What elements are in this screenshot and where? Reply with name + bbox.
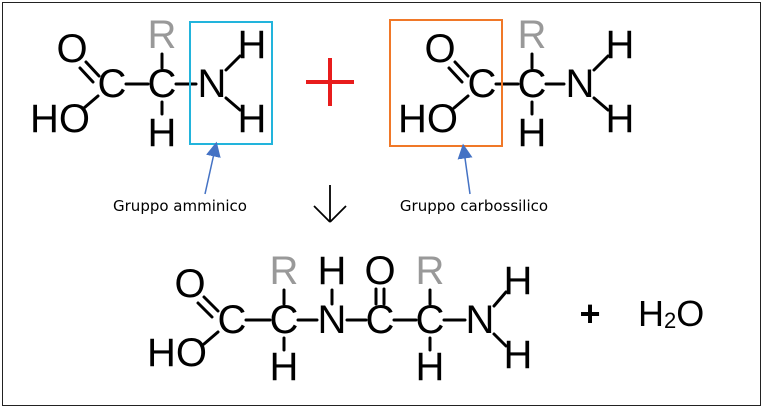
atom-n-terminal: N (466, 298, 495, 342)
atom-h-n-peptide: H (318, 249, 347, 293)
dipeptide-product: O HO C C R H N H C O C R H N H H (147, 249, 532, 389)
atom-c-carbonyl: C (366, 298, 395, 342)
atom-r: R (518, 13, 547, 57)
amino-callout-arrow (204, 141, 221, 195)
water-molecule: H2O (638, 293, 704, 334)
atom-h-n-bottom: H (606, 97, 635, 141)
bond-c-oh (202, 330, 220, 346)
bond-n-h-bottom (224, 96, 242, 112)
atom-r2: R (416, 249, 445, 293)
atom-h-alpha: H (518, 111, 547, 155)
amino-group-box (189, 21, 273, 145)
atom-o: O (174, 262, 205, 306)
bond-n-h-bottom (492, 332, 508, 348)
carboxyl-group-box (389, 19, 503, 147)
atom-h-n-top: H (238, 23, 267, 67)
atom-o-carbonyl: O (364, 249, 395, 293)
product-plus: + (579, 293, 600, 334)
bond-c-oh (82, 94, 100, 110)
atom-h-alpha1: H (270, 345, 299, 389)
bond-co-b (447, 66, 464, 84)
atom-ho: HO (398, 97, 458, 141)
bond-co-a (453, 60, 470, 78)
bond-n-h-top (224, 54, 242, 72)
carboxyl-callout-arrow (457, 143, 473, 195)
water-o: O (676, 293, 704, 334)
amino-acid-left: O HO C C R H N H H (30, 13, 273, 155)
atom-n: N (566, 62, 595, 106)
atom-c1: C (98, 62, 127, 106)
atom-c1: C (218, 298, 247, 342)
amino-acid-right: O HO C C R H N H H (389, 13, 635, 155)
water-h: H (638, 293, 664, 334)
bond-co-a (84, 60, 101, 78)
atom-r1: R (270, 249, 299, 293)
atom-n: N (198, 62, 227, 106)
bond-co-b (196, 301, 214, 319)
atom-c1: C (468, 62, 497, 106)
bond-n-h-bottom (592, 96, 610, 112)
atom-ho: HO (147, 331, 207, 375)
bond-n-h-top (492, 290, 508, 308)
bond-co-b (78, 66, 95, 84)
atom-ho: HO (30, 97, 90, 141)
atom-h-n-top: H (606, 23, 635, 67)
atom-h-alpha2: H (416, 345, 445, 389)
amino-group-label: Gruppo amminico (113, 197, 247, 215)
bond-co-a (202, 295, 220, 313)
atom-h-n-bottom: H (238, 97, 267, 141)
bond-c-oh (452, 94, 470, 110)
reaction-plus-red (306, 58, 354, 106)
atom-o: O (56, 27, 87, 71)
atom-o: O (424, 27, 455, 71)
atom-h-n-top: H (504, 259, 533, 303)
atom-h-n-bottom: H (504, 333, 533, 377)
diagram-frame (2, 2, 761, 406)
water-subscript: 2 (664, 308, 676, 333)
reaction-arrow-down (313, 185, 347, 223)
atom-h-alpha: H (148, 111, 177, 155)
bond-n-h-top (592, 54, 610, 72)
atom-r: R (148, 13, 177, 57)
carboxyl-group-label: Gruppo carbossilico (400, 197, 548, 215)
